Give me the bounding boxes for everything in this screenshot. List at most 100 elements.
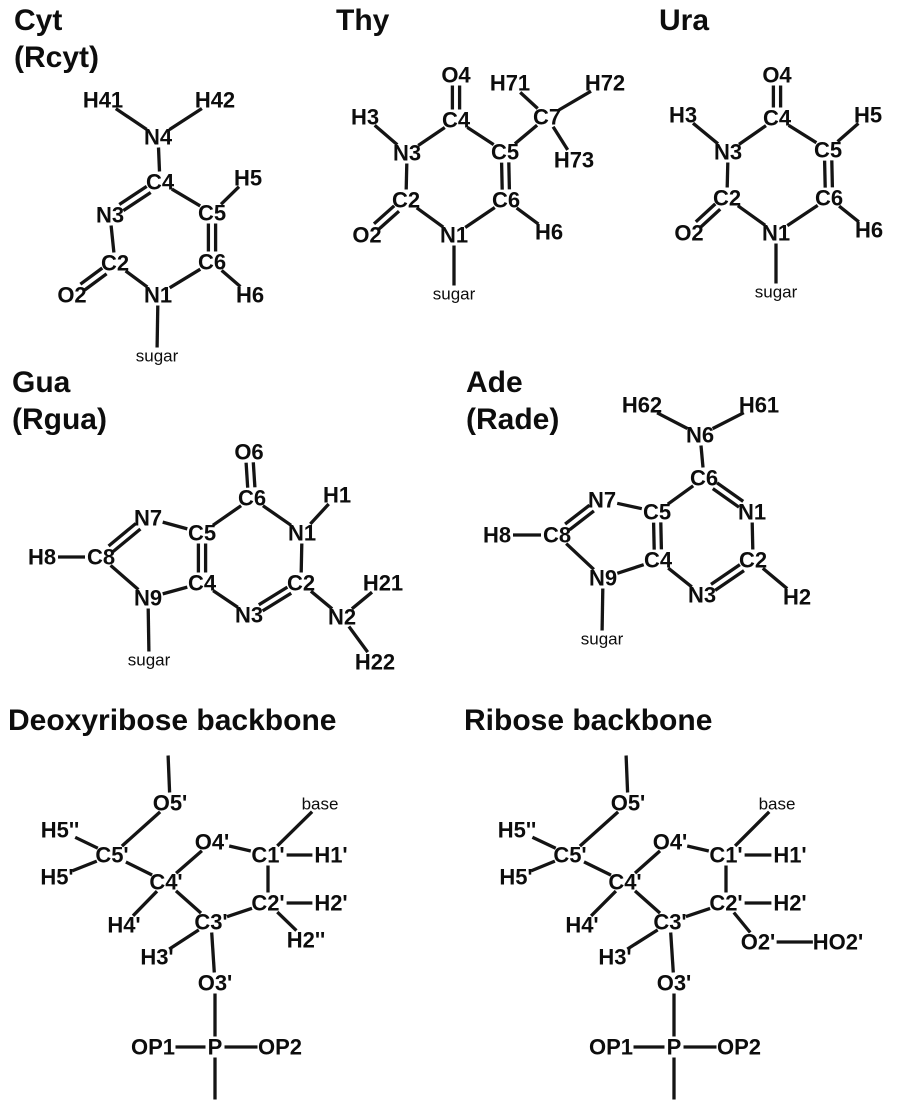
- atom-cyt-C4: C4: [146, 170, 175, 195]
- bond-gua-N2-H21: [350, 590, 374, 611]
- bond-gua-N1-C2: [299, 543, 304, 573]
- bond-deoxyribose-O4'-C1': [228, 844, 252, 853]
- bond-ura-N3-C4: [738, 124, 767, 146]
- atom-deoxyribose-H1': H1': [314, 843, 347, 868]
- bond-thy-C5-C7: [513, 123, 539, 146]
- bond-gua-C6-N1: [261, 504, 293, 527]
- atom-ade-C5: C5: [643, 500, 671, 525]
- atom-ade-H2: H2: [783, 585, 811, 610]
- bond-ribose-C4'-O4': [633, 849, 662, 875]
- bond-ade-N9-C4: [616, 563, 645, 575]
- bond-ade-C5-C6: [666, 484, 695, 506]
- atom-ade-N9: N9: [589, 566, 617, 591]
- atom-ribose-C4': C4': [608, 870, 641, 895]
- bond-gua-N9-sugar: [146, 608, 151, 652]
- bond-thy-C2-O2-double: [372, 204, 396, 226]
- bond-thy-C2-O2-double: [377, 209, 401, 231]
- bond-deoxyribose-H5''-C5': [74, 835, 99, 850]
- annotation-ura-sugar: sugar: [755, 283, 798, 302]
- atom-deoxyribose-H5'': H5'': [41, 818, 80, 843]
- atom-thy-C6: C6: [492, 188, 520, 213]
- atom-ribose-H3': H3': [598, 945, 631, 970]
- atom-gua-C4: C4: [188, 571, 217, 596]
- molecule-deoxyribose: O5'baseH5''C5'O4'C1'H1'H5'C4'C2'H2'H4'C3…: [40, 755, 348, 1100]
- bond-cyt-H41-N4: [114, 107, 148, 131]
- bond-ribose-chain-up-O5': [624, 755, 630, 793]
- bond-thy-N3-C2: [404, 163, 409, 190]
- atom-cyt-N3: N3: [96, 203, 124, 228]
- bond-ade-C2-H2: [761, 567, 789, 590]
- bond-thy-H3-N3: [373, 124, 399, 146]
- atom-ura-H5: H5: [854, 103, 882, 128]
- bond-gua-N2-H22: [347, 625, 370, 654]
- atom-deoxyribose-H5': H5': [40, 865, 73, 890]
- bond-gua-N3-C2-double: [261, 591, 293, 613]
- bond-ade-C8-N9: [565, 542, 595, 571]
- atom-deoxyribose-O5': O5': [153, 791, 188, 816]
- atom-gua-N2: N2: [328, 605, 356, 630]
- atom-deoxyribose-H3': H3': [140, 945, 173, 970]
- atom-cyt-C2: C2: [101, 251, 129, 276]
- atom-ura-C2: C2: [713, 186, 741, 211]
- bond-cyt-H42-N4: [168, 107, 203, 131]
- atom-ade-C4: C4: [644, 548, 673, 573]
- atom-gua-N3: N3: [235, 603, 263, 628]
- bond-ribose-H5''-C5': [531, 835, 557, 850]
- bond-ura-N3-C2: [725, 162, 730, 188]
- atom-ribose-C2': C2': [709, 891, 742, 916]
- bond-ribose-C4'-H4': [589, 889, 618, 918]
- atom-gua-N9: N9: [134, 586, 162, 611]
- atom-gua-H1: H1: [323, 483, 351, 508]
- atom-ribose-H5': H5': [499, 865, 532, 890]
- bond-thy-C4-C5: [466, 126, 495, 146]
- atom-ribose-H2': H2': [773, 891, 806, 916]
- bond-ura-C2-N1: [736, 204, 767, 227]
- atom-deoxyribose-C5': C5': [95, 843, 128, 868]
- bond-ade-C5-C4-double: [651, 522, 656, 550]
- atom-deoxyribose-O3': O3': [198, 971, 233, 996]
- bond-gua-N7-C5: [162, 520, 188, 531]
- bond-gua-C4-N3: [212, 589, 239, 609]
- atom-ribose-P: P: [667, 1035, 682, 1060]
- bond-cyt-N1-C6: [168, 267, 202, 290]
- atom-ade-N6: N6: [686, 423, 714, 448]
- atom-deoxyribose-H2'': H2'': [287, 928, 326, 953]
- atom-cyt-H41: H41: [83, 88, 123, 113]
- bond-cyt-C2-O2-double: [83, 272, 108, 292]
- bond-ribose-C2'-O2': [732, 911, 752, 934]
- bond-gua-O6-C6-double: [244, 462, 250, 488]
- bond-deoxyribose-H5'-C5': [71, 859, 98, 873]
- atom-ribose-O5': O5': [611, 791, 646, 816]
- atom-ura-C4: C4: [763, 106, 792, 131]
- atom-deoxyribose-H2': H2': [314, 891, 347, 916]
- atom-ribose-O3': O3': [657, 971, 692, 996]
- bond-cyt-C2-O2-double: [79, 266, 104, 286]
- bond-ura-H3-N3: [691, 121, 720, 146]
- bond-ura-C2-O2-double: [694, 202, 717, 224]
- atom-ribose-C5': C5': [553, 843, 586, 868]
- bond-ribose-H5'-C5': [530, 859, 556, 873]
- atom-cyt-N4: N4: [144, 125, 173, 150]
- atom-gua-H21: H21: [363, 571, 403, 596]
- atom-cyt-N1: N1: [144, 283, 172, 308]
- atom-ribose-O4': O4': [653, 830, 688, 855]
- bond-ribose-C3'-H3': [626, 928, 659, 951]
- bond-thy-C6-H6: [515, 206, 540, 226]
- annotation-thy-sugar: sugar: [433, 285, 476, 304]
- atom-deoxyribose-O4': O4': [195, 830, 230, 855]
- bond-gua-C5-C6: [211, 504, 243, 527]
- bond-ura-C5-H5: [836, 122, 860, 143]
- atom-ade-C8: C8: [543, 523, 571, 548]
- atom-ribose-O2': O2': [741, 930, 776, 955]
- bond-gua-N9-C4: [162, 585, 188, 596]
- bond-ura-C2-O2-double: [699, 207, 722, 229]
- bond-cyt-C6-H6: [220, 269, 242, 288]
- bond-cyt-C4-N3-double: [122, 191, 152, 212]
- atom-ade-N3: N3: [688, 583, 716, 608]
- bond-thy-C5-C6-double: [507, 162, 512, 190]
- atom-ade-H61: H61: [739, 393, 779, 418]
- bond-ura-C5-C6-double: [830, 160, 835, 188]
